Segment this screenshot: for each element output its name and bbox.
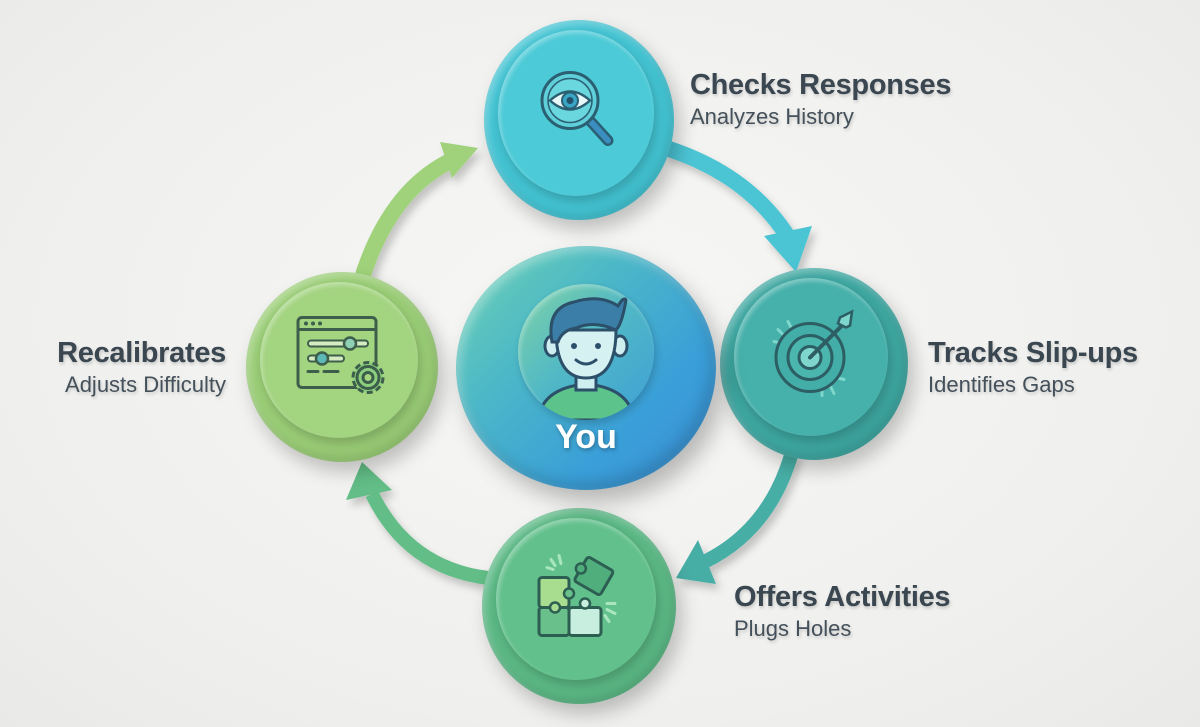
avatar [518,284,654,420]
arrow-offers-to-recalibrates [346,462,489,585]
center-label: You [555,418,617,456]
step-subtitle: Analyzes History [690,104,854,129]
arrow-checks-to-tracks [663,140,812,272]
step-label-tracks-slip-ups: Tracks Slip-ups Identifies Gaps [928,336,1138,400]
arrow-recalibrates-to-checks [354,142,478,281]
step-subtitle: Adjusts Difficulty [65,372,226,397]
settings-window-gear-icon [294,314,390,405]
step-label-offers-activities: Offers Activities Plugs Holes [734,580,951,644]
magnifier-eye-icon [536,67,622,158]
step-node-offers-activities[interactable] [482,508,676,704]
step-label-checks-responses: Checks Responses Analyzes History [690,68,951,132]
step-label-recalibrates: Recalibrates Adjusts Difficulty [26,336,226,400]
center-node-you[interactable]: You [456,246,716,490]
puzzle-pieces-icon [531,548,627,649]
step-node-tracks-slip-ups[interactable] [720,268,908,460]
step-title: Recalibrates [57,337,226,369]
step-title: Tracks Slip-ups [928,337,1138,369]
step-node-recalibrates[interactable] [246,272,438,462]
step-node-checks-responses[interactable] [484,20,674,220]
arrow-tracks-to-offers [676,450,799,584]
person-avatar-icon [536,297,636,420]
step-title: Offers Activities [734,581,951,613]
step-subtitle: Plugs Holes [734,616,852,641]
step-title: Checks Responses [690,69,952,101]
target-arrow-icon [766,306,862,407]
step-subtitle: Identifies Gaps [928,372,1075,397]
